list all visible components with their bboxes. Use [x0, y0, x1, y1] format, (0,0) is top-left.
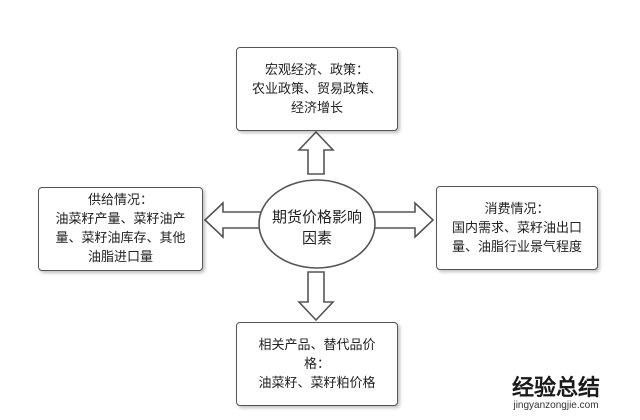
node-line: 宏观经济、政策：	[264, 62, 369, 78]
node-line: 相关产品、替代品价	[258, 337, 376, 353]
watermark-url: jingyanzongjie.com	[513, 400, 599, 411]
center-line-2: 因素	[301, 229, 332, 247]
node-line: 油菜籽产量、菜籽油产	[55, 212, 186, 227]
arrow-left	[203, 201, 263, 239]
node-supply: 供给情况： 油菜籽产量、菜籽油产 量、菜籽油库存、其他 油脂进口量	[38, 187, 203, 271]
node-line: 经济增长	[290, 100, 343, 116]
arrow-right	[371, 201, 435, 239]
node-line: 农业政策、贸易政策、	[251, 81, 382, 97]
center-node-label: 期货价格影响 因素	[260, 190, 374, 266]
node-line: 消费情况：	[484, 201, 550, 217]
node-line: 国内需求、菜籽油出口	[451, 220, 582, 236]
node-line: 量、油脂行业景气程度	[451, 239, 582, 255]
node-line: 格：	[303, 356, 330, 372]
watermark: 经验总结 jingyanzongjie.com	[506, 376, 606, 412]
node-consumption: 消费情况： 国内需求、菜籽油出口 量、油脂行业景气程度	[436, 186, 598, 270]
node-line: 油菜籽、菜籽粕价格	[258, 375, 376, 391]
arrow-up	[297, 130, 335, 175]
node-related-products: 相关产品、替代品价 格： 油菜籽、菜籽粕价格	[236, 322, 398, 406]
node-line: 油脂进口量	[87, 250, 153, 265]
watermark-logo: 经验总结	[511, 375, 600, 401]
arrow-down	[297, 271, 335, 322]
node-macro-policy: 宏观经济、政策： 农业政策、贸易政策、 经济增长	[236, 47, 398, 131]
node-line: 量、菜籽油库存、其他	[55, 231, 186, 246]
center-line-1: 期货价格影响	[271, 208, 362, 226]
node-line: 供给情况：	[87, 193, 153, 208]
center-ellipse	[258, 179, 376, 269]
